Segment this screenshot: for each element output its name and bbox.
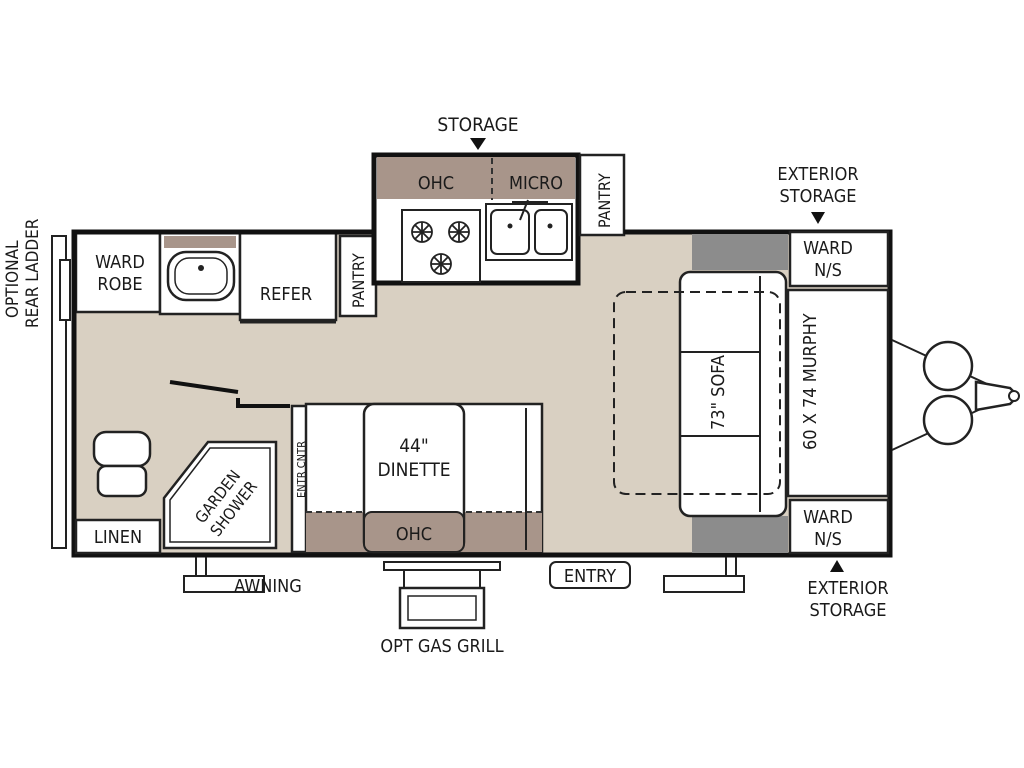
refrigerator — [238, 230, 338, 322]
rear-ladder — [51, 235, 71, 549]
exterior-storage-bottom-arrow-icon — [830, 560, 844, 572]
pantry-right-label: PANTRY — [595, 173, 614, 228]
entry-label: ENTRY — [564, 566, 616, 587]
overhead-cabinet-top — [377, 157, 575, 199]
dinette — [304, 402, 544, 554]
wardrobe-label-2: ROBE — [97, 274, 142, 295]
hitch-icon — [891, 339, 1020, 451]
wardrobe-label: WARD — [95, 252, 145, 273]
entry-step — [549, 561, 631, 589]
exterior-storage-bottom-label: EXTERIOR — [807, 578, 888, 599]
storage-top-label: STORAGE — [437, 114, 518, 136]
storage-top-arrow-icon — [470, 138, 486, 150]
storage-dark-top — [692, 234, 788, 270]
exterior-storage-bottom-label-2: STORAGE — [810, 600, 887, 621]
murphy-label: 60 X 74 MURPHY — [800, 313, 821, 450]
gas-grill-icon — [383, 561, 501, 630]
dinette-size-label: 44" — [399, 435, 429, 457]
sofa — [678, 270, 788, 518]
refer-label: REFER — [260, 284, 312, 305]
pantry-left — [338, 234, 378, 318]
pantry-right — [578, 153, 626, 237]
wardrobe-ns-top — [788, 230, 890, 288]
linen-closet — [74, 518, 162, 555]
burner-icon — [411, 221, 470, 275]
exterior-storage-top-label: EXTERIOR — [777, 164, 858, 185]
rear-wall — [71, 229, 374, 558]
pantry-left-label: PANTRY — [349, 253, 368, 308]
ward-ns-top-label: WARD — [803, 238, 853, 259]
sofa-label: 73" SOFA — [708, 355, 729, 430]
garden-shower — [162, 440, 278, 550]
awning-support-right — [663, 557, 745, 593]
wardrobe-ns-bottom — [788, 498, 890, 555]
linen-label: LINEN — [94, 527, 142, 548]
ward-ns-bottom-label-2: N/S — [814, 529, 842, 550]
exterior-storage-top-arrow-icon — [811, 212, 825, 224]
micro-label: MICRO — [509, 173, 563, 194]
opt-gas-grill-label: OPT GAS GRILL — [380, 636, 503, 657]
murphy-bed — [786, 288, 890, 498]
toilet-icon — [92, 430, 152, 498]
awning-support-left — [183, 557, 265, 593]
dinette-label: DINETTE — [377, 459, 450, 481]
exterior-storage-top-label-2: STORAGE — [780, 186, 857, 207]
awning-label: AWNING — [234, 576, 302, 597]
ward-ns-bottom-label: WARD — [803, 507, 853, 528]
storage-dark-bottom — [692, 516, 788, 553]
ohc-top-label: OHC — [418, 173, 454, 194]
sofa-bed-extended-outline — [613, 291, 781, 495]
bath-sink-icon — [166, 250, 236, 302]
optional-rear-ladder-label: OPTIONAL — [3, 240, 23, 318]
ohc-bottom-label: OHC — [396, 524, 432, 545]
front-top-wall — [624, 229, 893, 558]
optional-rear-ladder-label-2: REAR LADDER — [23, 218, 43, 328]
ward-ns-top-label-2: N/S — [814, 260, 842, 281]
